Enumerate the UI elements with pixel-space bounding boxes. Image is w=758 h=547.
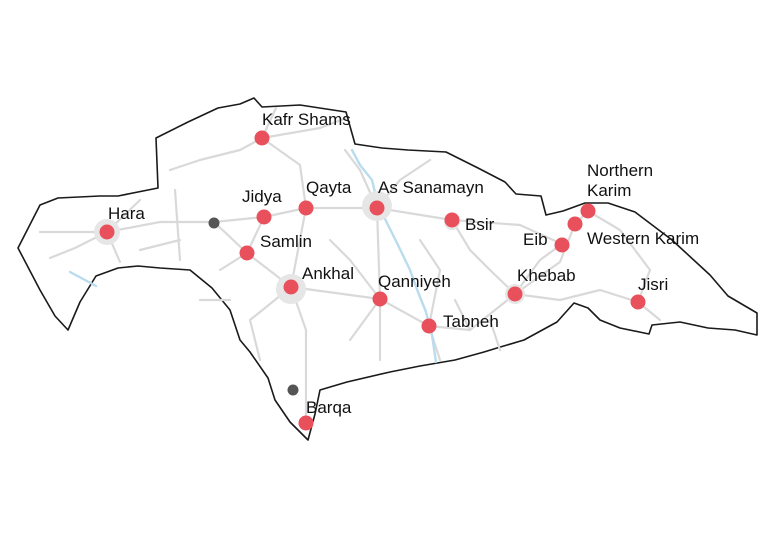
label-hara: Hara [108, 204, 145, 223]
marker-ankhal[interactable] [283, 279, 299, 295]
marker-tabneh[interactable] [421, 318, 437, 334]
marker-samlin[interactable] [239, 245, 255, 261]
district-boundary [17, 97, 758, 441]
marker-as-sanamayn[interactable] [369, 200, 385, 216]
place-markers [99, 130, 646, 431]
marker-northern-karim[interactable] [580, 203, 596, 219]
label-as-sanamayn: As Sanamayn [378, 178, 484, 197]
marker-barqa[interactable] [298, 415, 314, 431]
label-tabneh: Tabneh [443, 312, 499, 331]
road-network [38, 106, 662, 424]
label-qanniyeh: Qanniyeh [378, 272, 451, 291]
label-jisri: Jisri [638, 275, 668, 294]
marker-bsir[interactable] [444, 212, 460, 228]
label-barqa: Barqa [306, 398, 352, 417]
marker-qanniyeh[interactable] [372, 291, 388, 307]
label-jidya: Jidya [242, 187, 282, 206]
marker-eib[interactable] [554, 237, 570, 253]
label-western-karim: Western Karim [587, 229, 699, 248]
marker-khebab[interactable] [507, 286, 523, 302]
junction-south [287, 384, 299, 396]
marker-jisri[interactable] [630, 294, 646, 310]
label-eib: Eib [523, 230, 548, 249]
label-kafr-shams: Kafr Shams [262, 110, 351, 129]
label-bsir: Bsir [465, 215, 495, 234]
label-qayta: Qayta [306, 178, 352, 197]
marker-hara[interactable] [99, 224, 115, 240]
marker-western-karim[interactable] [567, 216, 583, 232]
place-labels: Kafr Shams Qayta As Sanamayn Jidya Hara … [108, 110, 699, 417]
label-samlin: Samlin [260, 232, 312, 251]
junction-west [208, 217, 220, 229]
marker-jidya[interactable] [256, 209, 272, 225]
marker-kafr-shams[interactable] [254, 130, 270, 146]
label-ankhal: Ankhal [302, 264, 354, 283]
marker-qayta[interactable] [298, 200, 314, 216]
label-khebab: Khebab [517, 266, 576, 285]
river-west [68, 270, 98, 288]
